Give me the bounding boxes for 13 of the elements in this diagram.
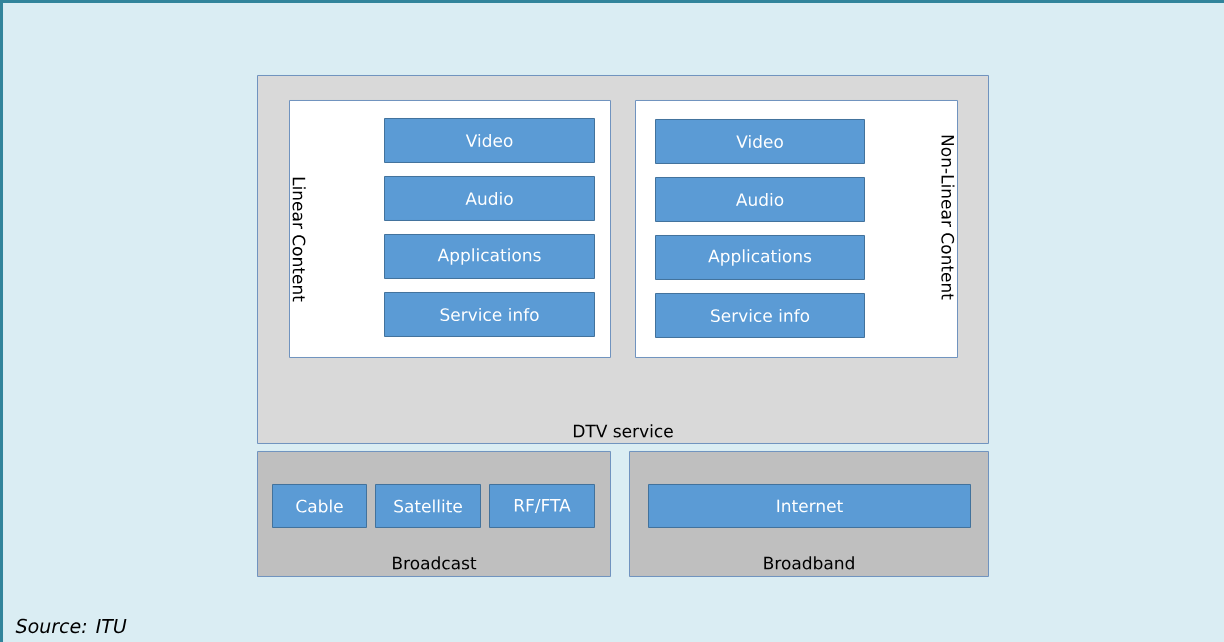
- component-box: Internet: [648, 484, 971, 528]
- component-box: Service info: [384, 292, 595, 337]
- source-note: Source: ITU: [15, 618, 127, 634]
- component-box: Video: [655, 119, 865, 164]
- component-box: Audio: [655, 177, 865, 222]
- component-box: Satellite: [375, 484, 481, 528]
- component-box: Service info: [655, 293, 865, 338]
- component-box: Applications: [655, 235, 865, 280]
- component-box: Video: [384, 118, 595, 163]
- component-box: RF/FTA: [489, 484, 595, 528]
- component-box: Applications: [384, 234, 595, 279]
- component-box: Cable: [272, 484, 367, 528]
- component-box: Audio: [384, 176, 595, 221]
